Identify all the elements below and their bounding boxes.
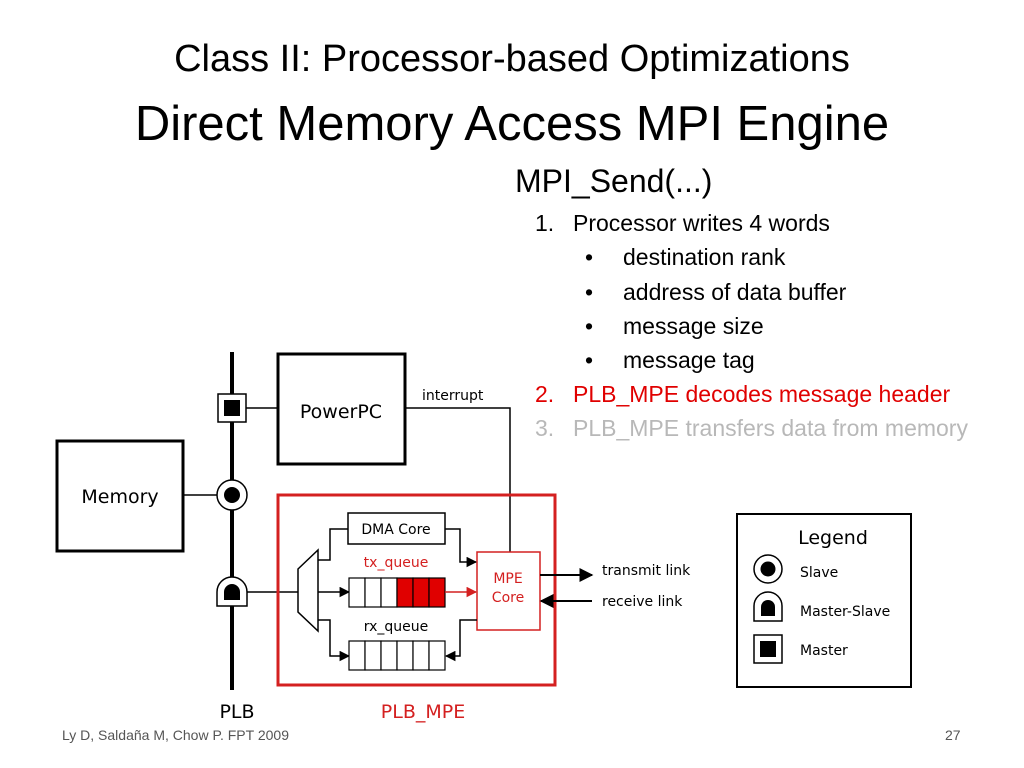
plb-label: PLB (219, 701, 254, 723)
bullet-text: address of data buffer (623, 279, 847, 305)
bullet-text: message size (623, 313, 764, 339)
powerpc-box (276, 352, 407, 466)
step-1-text: Processor writes 4 words (573, 210, 830, 236)
transmit-link-label: transmit link (602, 563, 691, 579)
memory-box (55, 439, 185, 553)
step-3-text: PLB_MPE transfers data from memory (573, 415, 968, 441)
step-2-number: 2. (535, 381, 555, 407)
footer-citation: Ly D, Saldaña M, Chow P. FPT 2009 (62, 727, 289, 743)
slide-title-line2: Direct Memory Access MPI Engine (134, 97, 890, 151)
step-1-bullet: •address of data buffer (585, 279, 847, 305)
mpe-core-label-line2: Core (492, 590, 524, 606)
mpe-core-box (476, 551, 541, 631)
step-1-bullet: •message tag (585, 347, 755, 373)
plb-mpe-label: PLB_MPE (381, 701, 465, 723)
step-1: 1. Processor writes 4 words (535, 210, 830, 237)
powerpc-label: PowerPC (300, 401, 382, 423)
memory-label: Memory (81, 486, 158, 508)
bullet-text: message tag (623, 347, 755, 373)
step-1-bullet: •destination rank (585, 244, 786, 270)
steps-heading: MPI_Send(...) (515, 163, 713, 199)
tx-queue-label: tx_queue (364, 555, 429, 571)
mpe-core-label-line1: MPE (493, 571, 522, 587)
step-1-bullet: •message size (585, 313, 764, 339)
bullet-text: destination rank (623, 244, 786, 270)
legend-title: Legend (798, 527, 868, 549)
mux-shape (297, 548, 319, 633)
legend-label-slave: Slave (800, 565, 838, 581)
step-3-number: 3. (535, 415, 555, 441)
dma-core-label: DMA Core (361, 522, 430, 538)
step-3: 3. PLB_MPE transfers data from memory (535, 415, 968, 442)
legend-label-master: Master (800, 643, 848, 659)
interrupt-label: interrupt (422, 388, 484, 404)
legend-label-master-slave: Master-Slave (800, 604, 890, 620)
rx-queue (348, 640, 446, 671)
step-2-text: PLB_MPE decodes message header (573, 381, 951, 407)
interrupt-line (405, 407, 511, 552)
step-1-number: 1. (535, 210, 555, 236)
plb-mpe-boundary (276, 493, 557, 687)
step-2: 2. PLB_MPE decodes message header (535, 381, 950, 408)
receive-link-label: receive link (602, 594, 683, 610)
slide-title-line1: Class II: Processor-based Optimizations (174, 38, 850, 80)
tx-queue (348, 577, 446, 608)
page-number: 27 (945, 727, 961, 743)
rx-queue-label: rx_queue (364, 619, 429, 635)
plb-mpe-diagram: PLB PowerPC interrupt Memory PLB_MPE DMA… (55, 352, 912, 723)
